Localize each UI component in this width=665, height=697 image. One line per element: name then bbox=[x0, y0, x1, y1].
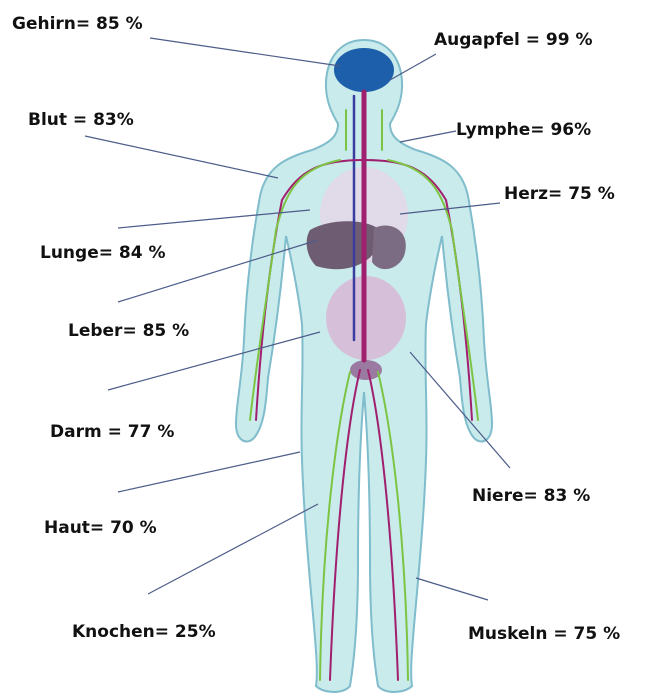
leader-lines bbox=[85, 38, 510, 600]
leader-line-blut bbox=[85, 136, 278, 178]
label-blut: Blut = 83% bbox=[28, 110, 134, 130]
label-gehirn: Gehirn= 85 % bbox=[12, 14, 143, 34]
label-haut: Haut= 70 % bbox=[44, 518, 157, 538]
leader-line-muskeln bbox=[416, 578, 488, 600]
label-darm: Darm = 77 % bbox=[50, 422, 174, 442]
brain-shape bbox=[334, 48, 394, 92]
label-leber: Leber= 85 % bbox=[68, 321, 189, 341]
label-herz: Herz= 75 % bbox=[504, 184, 615, 204]
leader-line-knochen bbox=[148, 504, 318, 594]
bladder-shape bbox=[350, 360, 382, 380]
label-lunge: Lunge= 84 % bbox=[40, 243, 166, 263]
leader-line-lymphe bbox=[400, 131, 456, 142]
label-augapfel: Augapfel = 99 % bbox=[434, 30, 593, 50]
label-niere: Niere= 83 % bbox=[472, 486, 590, 506]
label-muskeln: Muskeln = 75 % bbox=[468, 624, 620, 644]
label-knochen: Knochen= 25% bbox=[72, 622, 216, 642]
leader-line-gehirn bbox=[150, 38, 340, 66]
leader-line-haut bbox=[118, 452, 300, 492]
label-lymphe: Lymphe= 96% bbox=[456, 120, 591, 140]
